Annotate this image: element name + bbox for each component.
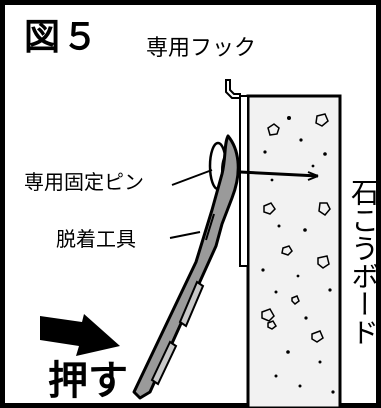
tool-label: 脱着工具 (56, 227, 136, 251)
board-label: 石こうボード (347, 178, 380, 346)
pin-label: 専用固定ピン (24, 170, 144, 194)
leader-lines (169, 169, 213, 239)
gypsum-board (246, 94, 342, 408)
hook (225, 79, 249, 267)
figure-title: 図５ (24, 17, 101, 58)
hook-label: 専用フック (146, 36, 257, 61)
push-arrow-icon (40, 314, 120, 356)
removal-tool (132, 134, 240, 400)
push-label: 押す (48, 358, 128, 404)
